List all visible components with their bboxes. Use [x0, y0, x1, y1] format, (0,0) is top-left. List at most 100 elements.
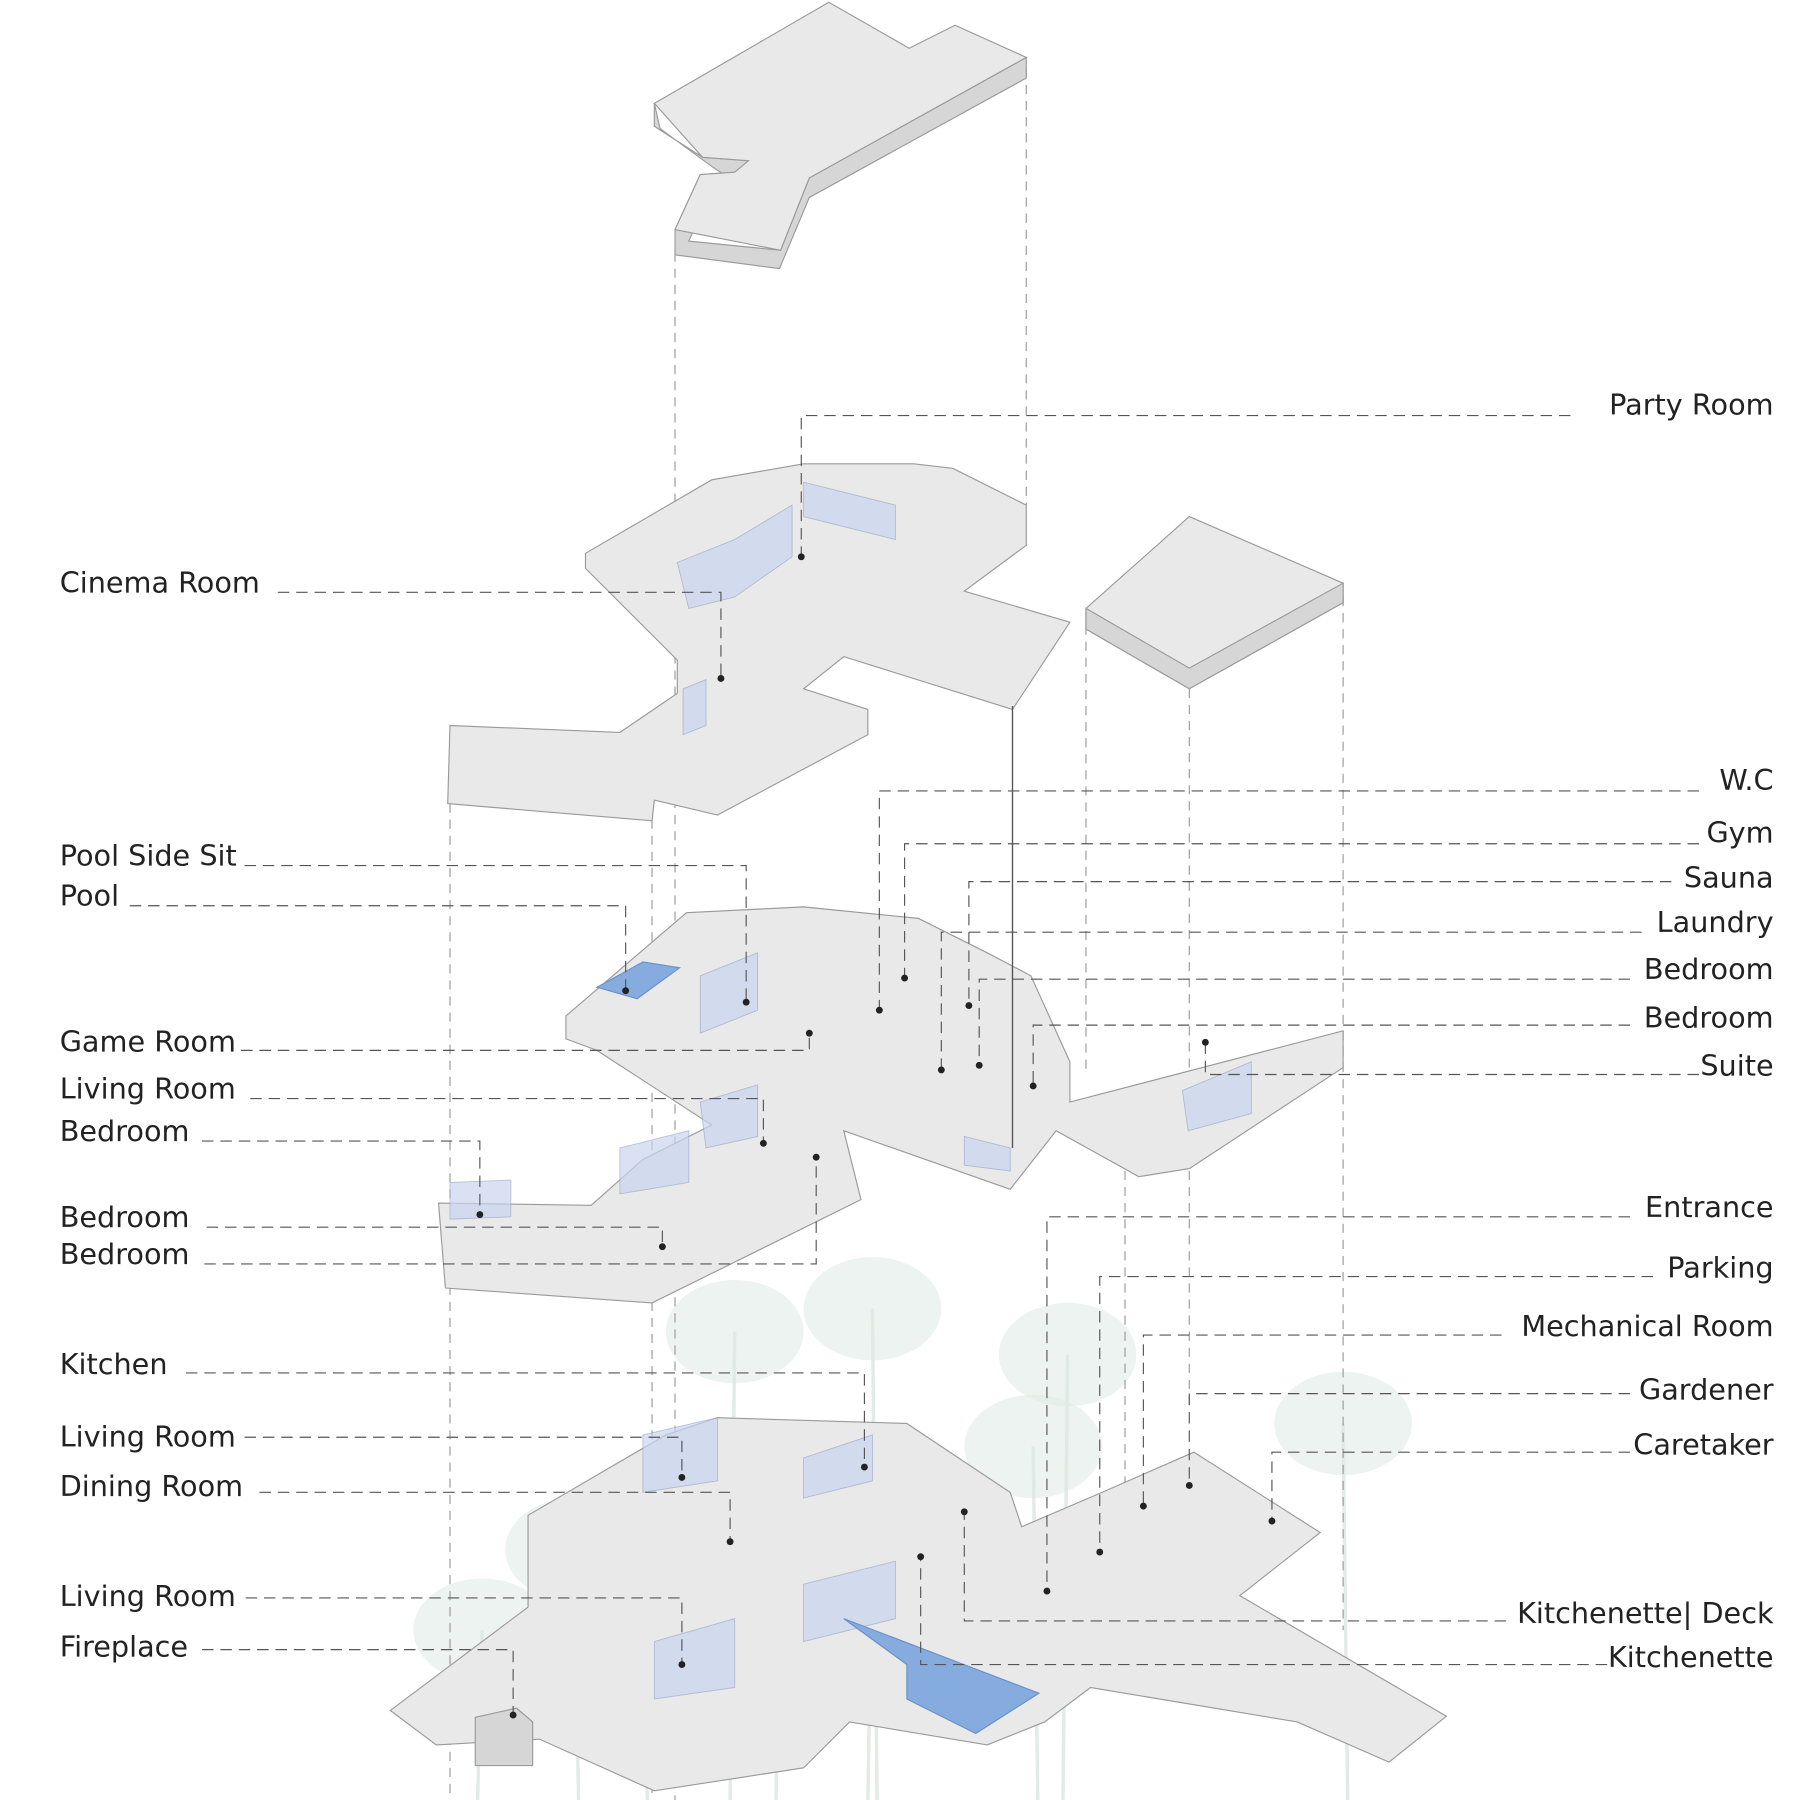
upper-pool [595, 961, 682, 1000]
leader-line-bedroom [202, 1140, 481, 1215]
label-caretaker: Caretaker [1633, 1427, 1773, 1461]
leader-line-party-room [800, 414, 1571, 557]
middle-glass-5 [1181, 1061, 1252, 1132]
label-gardener: Gardener [1639, 1372, 1774, 1406]
room-marker-dot [1096, 1548, 1104, 1556]
room-marker-dot [917, 1553, 925, 1561]
room-marker-dot [937, 1066, 945, 1074]
leader-line-dining-room [259, 1491, 731, 1542]
leader-line-bedroom [206, 1226, 663, 1247]
room-marker-dot [805, 1029, 813, 1037]
leader-line-bedroom [204, 1157, 817, 1265]
label-entrance: Entrance [1645, 1190, 1774, 1224]
leader-line-mechanical-room [1142, 1334, 1502, 1507]
label-pool: Pool [60, 879, 119, 913]
leader-line-caretaker [1271, 1451, 1631, 1522]
label-bedroom: Bedroom [1644, 1000, 1774, 1034]
label-bedroom: Bedroom [60, 1114, 190, 1148]
leader-line-bedroom [978, 978, 1631, 1066]
party-floor [447, 463, 1071, 822]
leader-line-gardener [1188, 1393, 1631, 1486]
leader-line-suite [1204, 1042, 1699, 1076]
label-laundry: Laundry [1657, 905, 1774, 939]
fireplace-block [474, 1707, 534, 1767]
room-marker-dot [1268, 1517, 1276, 1525]
leader-line-cinema-room [277, 591, 722, 679]
middle-glass-3 [619, 1130, 690, 1195]
party-glass [803, 481, 896, 541]
room-marker-dot [1185, 1482, 1193, 1489]
label-kitchenette-deck: Kitchenette| Deck [1517, 1596, 1774, 1630]
room-marker-dot [742, 998, 750, 1006]
ground-pool [843, 1618, 1041, 1735]
ground-glass-3 [803, 1560, 896, 1643]
leader-line-kitchenette-deck [963, 1511, 1507, 1622]
leader-line-laundry [940, 931, 1642, 1070]
middle-glass-2 [699, 1084, 759, 1149]
label-mechanical-room: Mechanical Room [1521, 1309, 1773, 1343]
leader-line-w-c [878, 790, 1699, 1011]
cinema-glass-2 [682, 678, 707, 736]
label-gym: Gym [1706, 816, 1773, 850]
ground-glass-2 [803, 1434, 873, 1499]
leader-line-living-room [245, 1597, 683, 1665]
room-marker-dot [678, 1661, 686, 1668]
room-marker-dot [476, 1211, 484, 1218]
label-sauna: Sauna [1684, 860, 1774, 894]
leader-line-gym [904, 843, 1699, 979]
floor-slabs [389, 1, 1448, 1792]
label-living-room: Living Room [60, 1419, 236, 1453]
cinema-glass [676, 504, 793, 609]
label-bedroom: Bedroom [1644, 952, 1774, 986]
label-cinema-room: Cinema Room [60, 565, 260, 599]
room-marker-dot [860, 1463, 868, 1471]
room-marker-dot [1043, 1587, 1051, 1595]
leader-line-sauna [968, 881, 1672, 1006]
label-kitchen: Kitchen [60, 1347, 168, 1381]
room-marker-dot [1029, 1082, 1037, 1090]
label-living-room: Living Room [60, 1072, 236, 1106]
label-bedroom: Bedroom [60, 1200, 190, 1234]
leader-line-bedroom [1032, 1024, 1631, 1086]
room-marker-dot [960, 1508, 968, 1516]
label-pool-side-sit: Pool Side Sit [60, 839, 237, 873]
leader-line-pool [129, 905, 627, 991]
ground-glass-1 [642, 1417, 718, 1493]
middle-glass-6 [963, 1135, 1011, 1172]
room-marker-dot [1139, 1502, 1147, 1510]
ground-glass-4 [653, 1618, 736, 1700]
room-marker-dot [975, 1061, 983, 1069]
room-marker-dot [509, 1711, 517, 1719]
leader-line-pool-side-sit [244, 864, 747, 1003]
label-kitchenette: Kitchenette [1608, 1640, 1774, 1674]
middle-glass-1 [699, 952, 759, 1034]
leader-lines [129, 414, 1699, 1719]
leader-line-game-room [241, 1033, 810, 1051]
roof-slab [653, 1, 1028, 251]
leader-line-living-room [244, 1436, 683, 1478]
room-marker-dot [875, 1006, 883, 1014]
room-marker-dot [622, 987, 630, 995]
ground-floor [389, 1417, 1448, 1792]
room-marker-dot [797, 553, 805, 561]
label-suite: Suite [1700, 1049, 1773, 1083]
tree-canopy [964, 1394, 1103, 1499]
leader-line-living-room [250, 1098, 764, 1144]
label-bedroom: Bedroom [60, 1237, 190, 1271]
leader-line-fireplace [202, 1649, 514, 1716]
tree-canopy [803, 1257, 942, 1361]
label-fireplace: Fireplace [60, 1630, 188, 1664]
label-w-c: W.C [1719, 763, 1773, 797]
room-marker-dot [717, 675, 725, 682]
label-parking: Parking [1667, 1251, 1773, 1285]
annex-roof-side [1085, 582, 1344, 690]
leader-line-kitchenette [920, 1556, 1608, 1666]
label-party-room: Party Room [1609, 387, 1773, 421]
room-marker-dot [726, 1538, 734, 1546]
tree-canopy [998, 1302, 1137, 1407]
room-marker-dot [901, 974, 909, 982]
leader-line-kitchen [185, 1372, 865, 1468]
room-marker-dot [759, 1139, 767, 1147]
